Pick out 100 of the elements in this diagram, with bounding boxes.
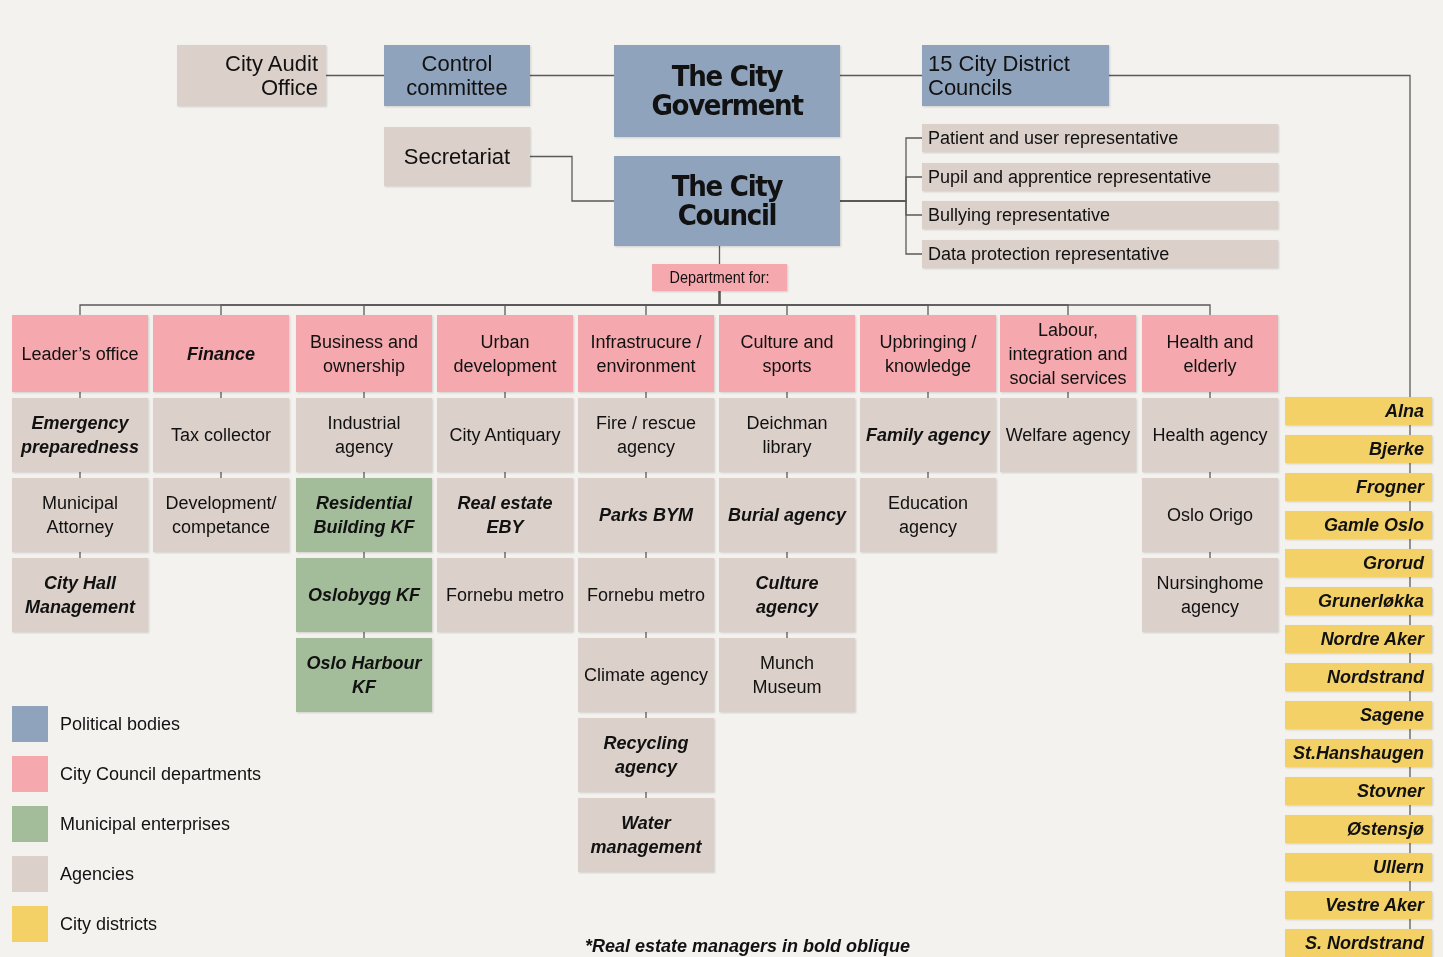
box-label: Oslobygg KF [308,584,420,607]
box-label: Fire / rescue agency [595,412,697,459]
connector-line [504,471,506,479]
connector-line [79,471,81,479]
box-label: Industrial agency [326,412,402,459]
agency-box [177,45,326,106]
box-label: Bullying representative [928,205,1111,225]
district-box [1285,397,1432,425]
box-label: Water management [589,812,703,859]
political-body-box [922,45,1109,106]
agency-box [296,398,432,472]
box-label: City Antiquary [449,424,561,447]
connector-line [1409,576,1411,588]
box-label: Labour, integration and social services [1007,318,1129,390]
district-box [1285,549,1432,577]
connector-line [645,391,647,399]
department-box [719,315,855,392]
connector-line [363,551,365,559]
connector-line [1409,880,1411,892]
connector-line [645,791,647,799]
connector-line [839,200,923,255]
district-box [1285,625,1432,653]
agency-box [578,478,714,552]
agency-box [437,478,573,552]
box-label: Climate agency [583,664,709,687]
box-label: Tax collector [170,424,271,447]
connector-line [1409,804,1411,816]
box-label: Business and ownership [308,330,420,378]
note-text: *Real estate managers in bold oblique [585,936,911,956]
agency-box [153,398,289,472]
agency-box [1142,558,1278,632]
connector-line [786,551,788,559]
enterprise-box [296,558,432,632]
department-box [12,315,148,392]
connector-line [1108,74,1411,398]
district-box [1285,701,1432,729]
box-label: St.Hanshaugen [1292,743,1424,763]
connector-line [1209,391,1211,399]
connector-line [1409,690,1411,702]
connector-line [529,155,615,202]
agency-box [719,398,855,472]
box-label: Real estate EBY [456,492,554,539]
connector-line [1409,842,1411,854]
connector-line [1409,462,1411,474]
agency-box [12,478,148,552]
agency-box [578,798,714,872]
legend-label: Political bodies [60,712,181,736]
agency-box [719,558,855,632]
department-box [578,315,714,392]
department-box [1142,315,1278,392]
box-label: Urban development [452,330,558,378]
box-label: Nursinghome agency [1155,572,1265,619]
connector-line [1409,538,1411,550]
district-box [1285,891,1432,919]
department-box [437,315,573,392]
connector-line [645,631,647,639]
connector-line [325,74,385,77]
agency-box [12,398,148,472]
agency-box [860,478,996,552]
connector-line [1209,471,1211,479]
box-label: Emergency preparedness [19,412,141,459]
box-label: Nordstrand [1327,667,1424,687]
connector-line [1409,728,1411,740]
connector-line [504,391,506,399]
connector-line [220,391,222,399]
box-label: 15 City District Councils [928,51,1071,100]
connector-line [786,391,788,399]
political-body-box [614,45,840,137]
connector-line [645,711,647,719]
box-label: Health and elderly [1165,330,1255,378]
box-label: Department for: [669,268,770,287]
connector-line [1409,652,1411,664]
box-label: Patient and user representative [928,128,1179,148]
agency-box [384,127,530,186]
connector-line [1409,500,1411,512]
box-label: Parks BYM [598,504,693,527]
connector-line [786,471,788,479]
box-label: Infrastrucure / environment [589,330,703,378]
connector-line [504,551,506,559]
department-box [1000,315,1136,392]
box-label: Nordre Aker [1320,629,1424,649]
box-label: Leader’s office [21,342,139,366]
connector-line [927,391,929,399]
agency-box [12,558,148,632]
box-label: Family agency [865,424,991,447]
legend-label: Municipal enterprises [60,812,231,836]
agency-box [578,558,714,632]
district-box [1285,739,1432,767]
box-label: City Audit Office [224,51,318,100]
connector-line [1067,391,1069,399]
box-label: The City Goverment [650,62,805,120]
box-label: The City Council [670,172,784,230]
connector-line [220,471,222,479]
connector-line [839,74,923,77]
connector-line [363,471,365,479]
box-label: Burial agency [727,504,846,527]
agency-box [860,398,996,472]
connector-line [1409,424,1411,436]
connector-line [529,74,615,77]
box-label: Sagene [1359,705,1424,725]
